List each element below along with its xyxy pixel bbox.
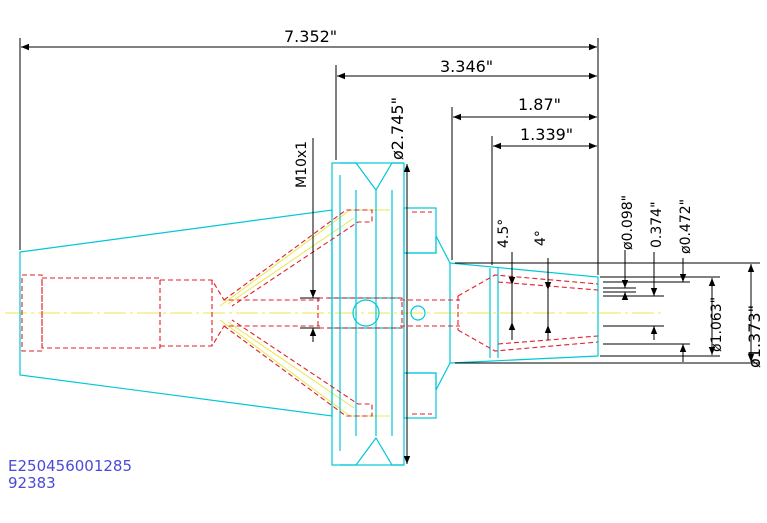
part-outline xyxy=(19,162,599,466)
part-code-line-1: E250456001285 xyxy=(8,457,132,475)
part-code: E250456001285 92383 xyxy=(8,458,132,492)
dim-thread: M10x1 xyxy=(294,141,310,188)
dim-taper-angle-2: 4° xyxy=(533,230,549,246)
dim-nose-diameter-inner: ø1.063" xyxy=(709,297,725,352)
dim-max-bore: ø0.472" xyxy=(678,199,694,254)
dim-flange-diameter: ø2.745" xyxy=(388,97,407,160)
dim-collet-length: 1.87" xyxy=(518,95,561,114)
dim-bore-depth: 1.339" xyxy=(520,125,573,144)
dim-flange-to-end: 3.346" xyxy=(440,57,493,76)
part-code-line-2: 92383 xyxy=(8,474,56,492)
dim-taper-angle-1: 4.5° xyxy=(496,219,512,248)
dim-bore-step: 0.374" xyxy=(649,201,665,248)
dim-nose-diameter-outer: ø1.373" xyxy=(745,305,764,368)
dim-min-bore: ø0.098" xyxy=(620,195,636,250)
dim-overall-length: 7.352" xyxy=(284,27,337,46)
dimension-lines xyxy=(19,38,760,464)
